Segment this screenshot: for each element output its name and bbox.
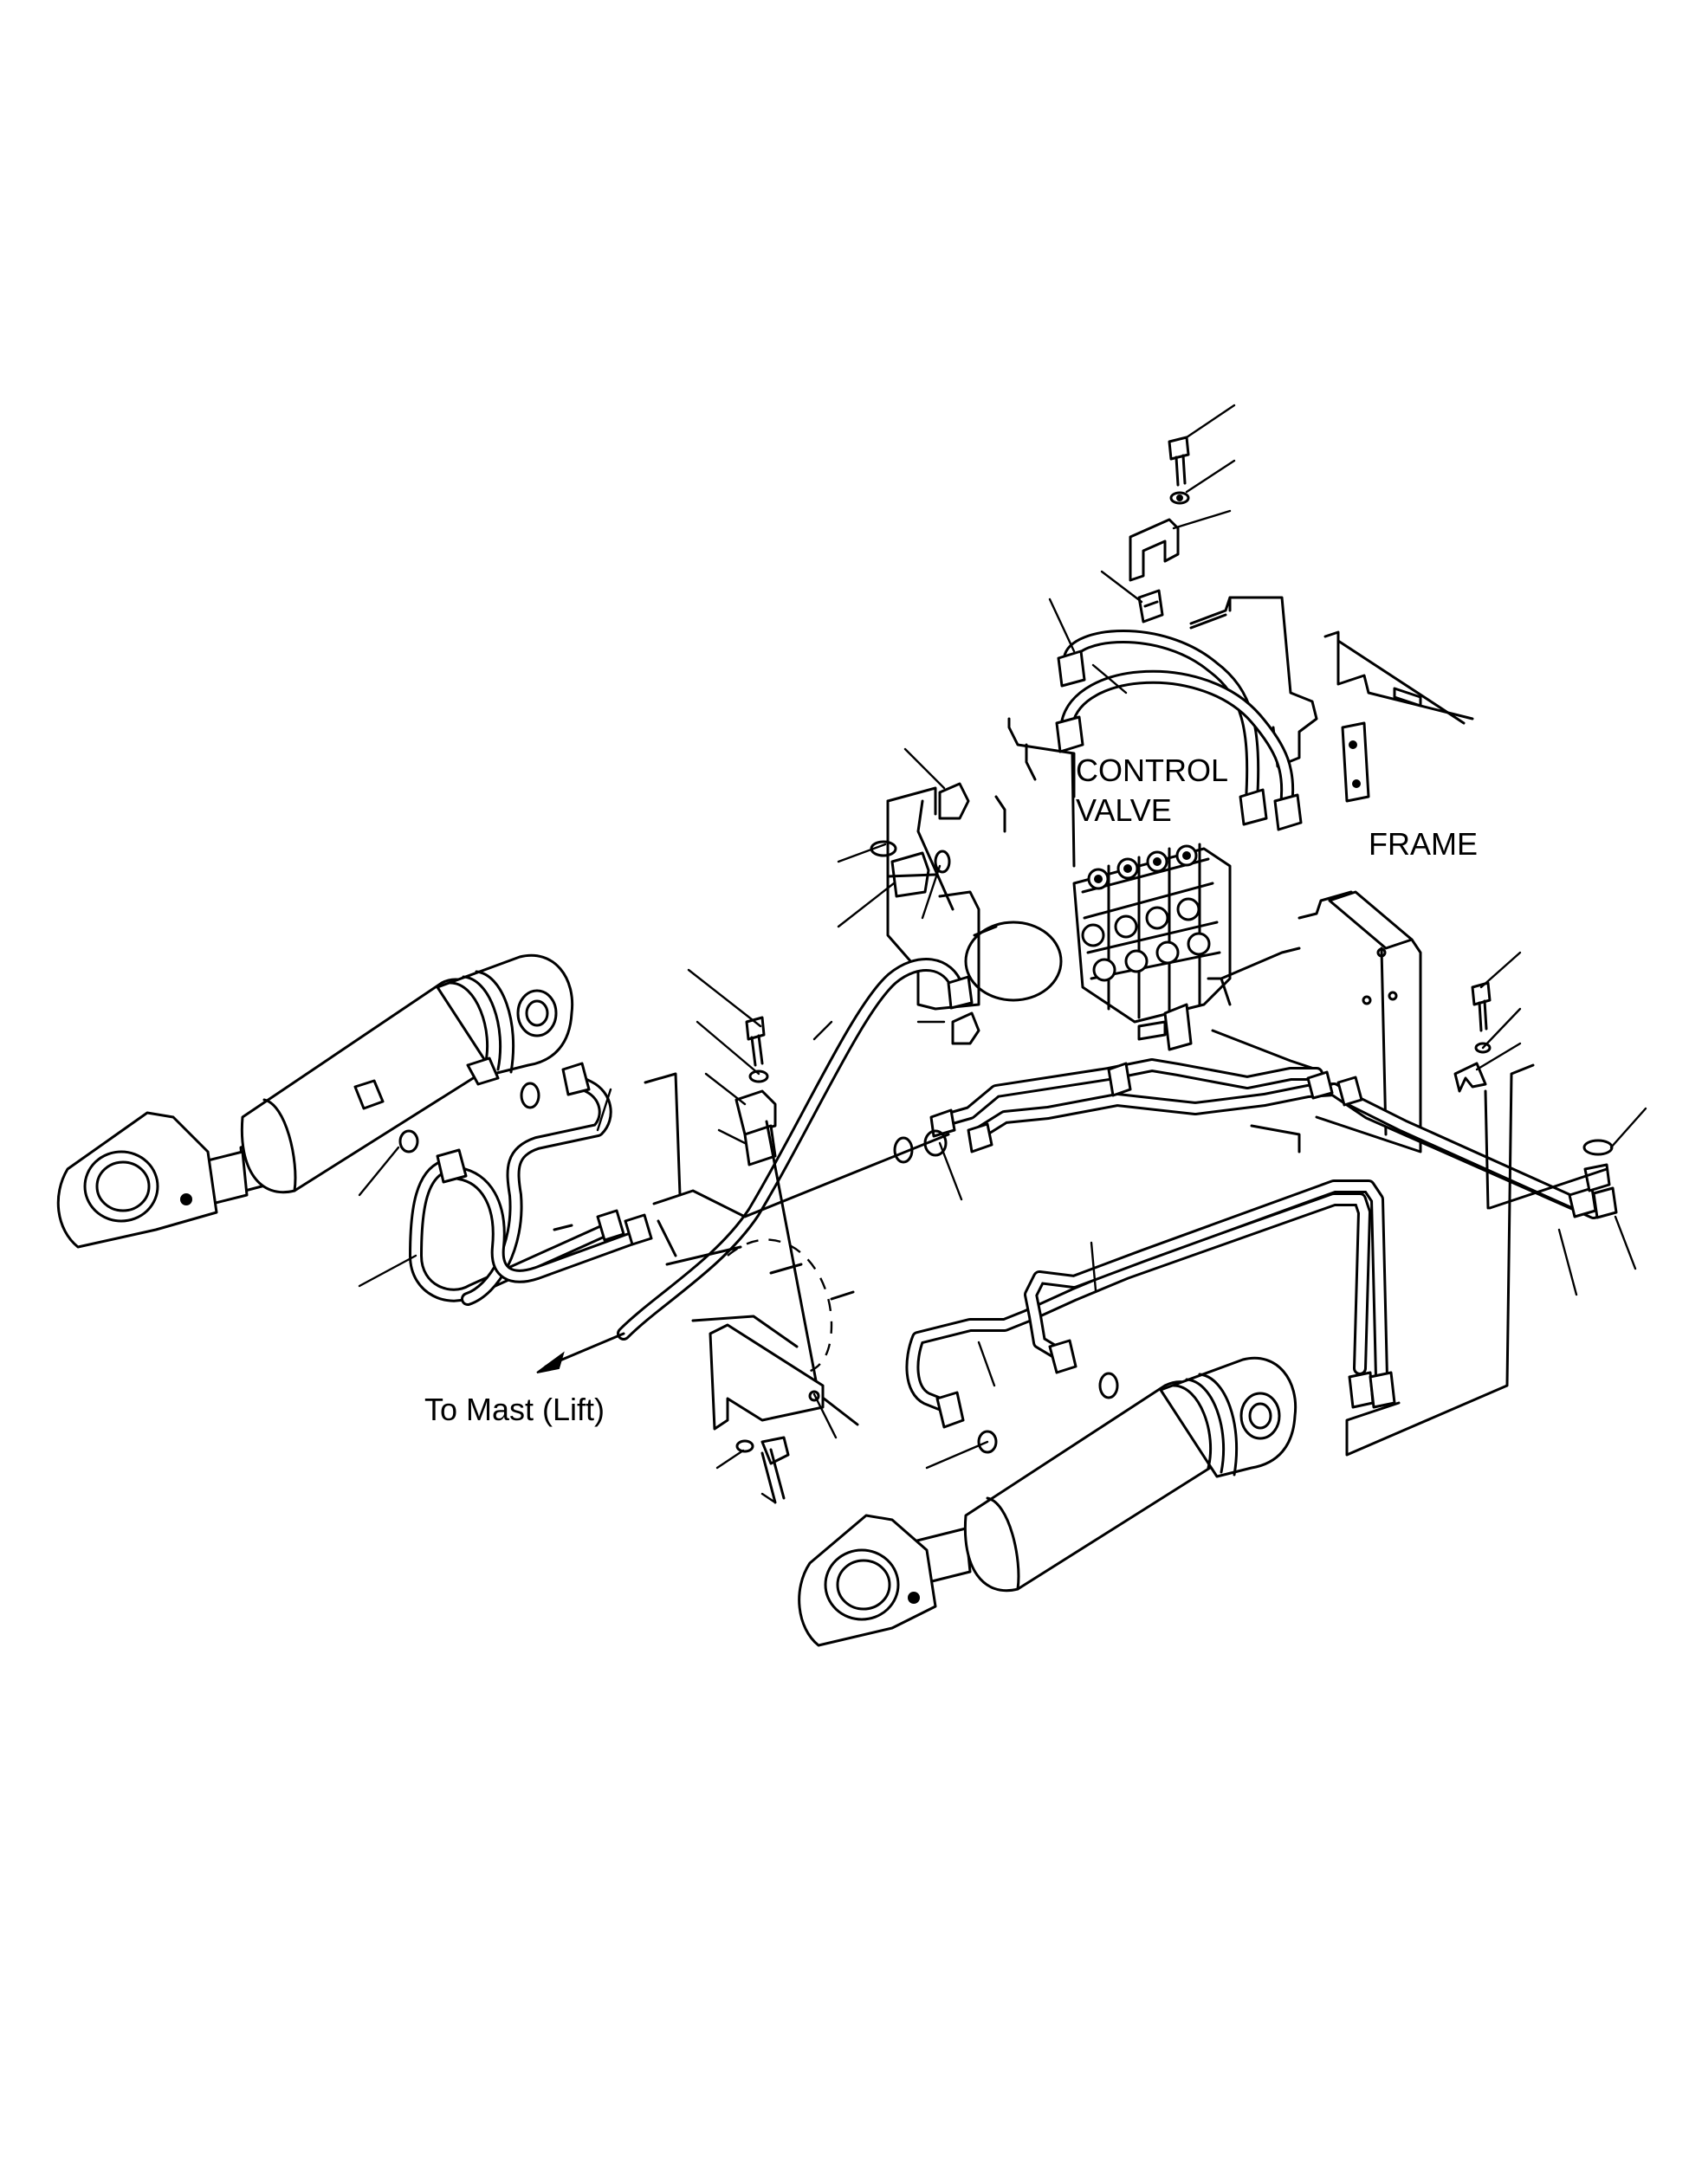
mast-hose (536, 958, 980, 1373)
control-valve-label-line2: VALVE (1076, 792, 1172, 828)
right-lift-cylinder (798, 1356, 1297, 1647)
upper-hoses (1055, 630, 1303, 868)
to-mast-label: To Mast (Lift) (424, 1392, 605, 1427)
frame-label: FRAME (1369, 826, 1478, 862)
center-clamp (709, 1016, 825, 1504)
right-frame-box (1220, 890, 1422, 1153)
frame-outline (1189, 596, 1474, 803)
leader-lines (358, 404, 1647, 1504)
control-valve-label-line1: CONTROL (1076, 753, 1228, 788)
right-cylinder-hoses (905, 1063, 1535, 1457)
right-pipes (929, 981, 1618, 1219)
diagram-labels: CONTROL VALVE FRAME To Mast (Lift) (424, 753, 1478, 1427)
left-lift-cylinder (56, 953, 574, 1249)
left-hoses (409, 1062, 653, 1306)
valve-spools (1081, 844, 1211, 982)
control-valve (886, 717, 1318, 1071)
left-fittings (870, 782, 970, 898)
top-bolt-stack (1129, 436, 1190, 624)
